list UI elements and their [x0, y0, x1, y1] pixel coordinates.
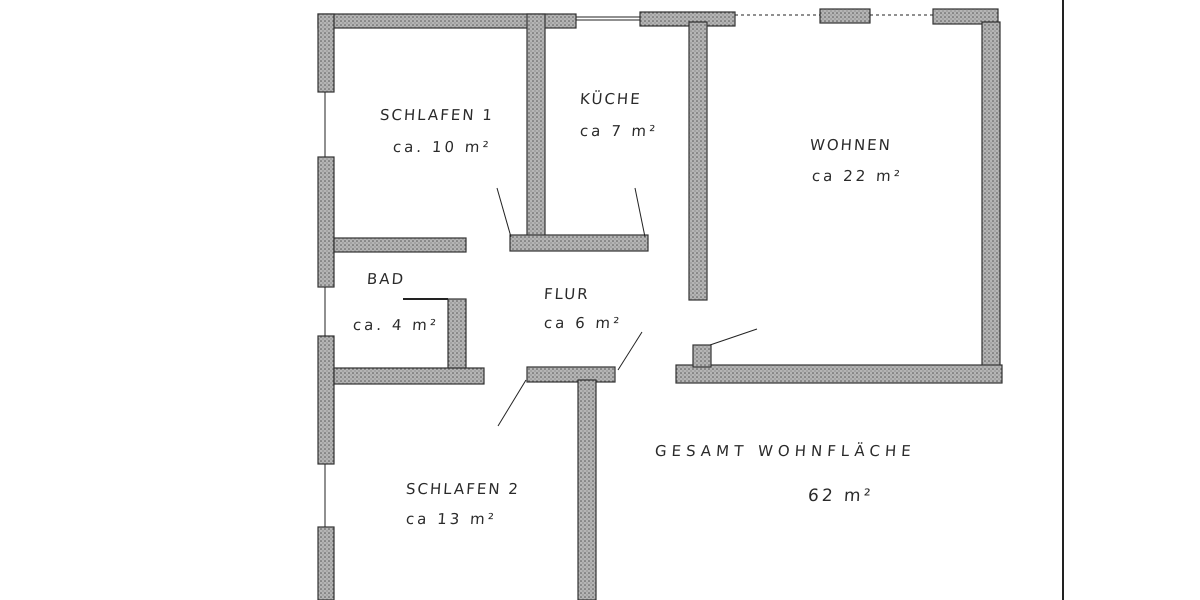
total-area-value: 62 m² [807, 486, 875, 506]
windows-doors [324, 14, 933, 527]
room-area-schlafen2: ca 13 m² [405, 510, 498, 528]
room-label-schlafen1: SCHLAFEN 1 [379, 106, 495, 124]
room-area-kueche: ca 7 m² [579, 122, 659, 140]
room-area-bad: ca. 4 m² [352, 316, 440, 334]
page-edge-line [1062, 0, 1064, 600]
room-label-bad: BAD [366, 270, 406, 288]
total-area-label: GESAMT WOHNFLÄCHE [654, 442, 917, 460]
room-label-kueche: KÜCHE [579, 90, 643, 108]
walls [317, 8, 1003, 600]
room-area-schlafen1: ca. 10 m² [392, 138, 493, 156]
room-area-flur: ca 6 m² [543, 314, 623, 332]
room-label-flur: FLUR [543, 285, 591, 303]
room-label-schlafen2: SCHLAFEN 2 [405, 480, 521, 498]
room-area-wohnen: ca 22 m² [811, 167, 904, 185]
room-label-wohnen: WOHNEN [809, 136, 893, 154]
